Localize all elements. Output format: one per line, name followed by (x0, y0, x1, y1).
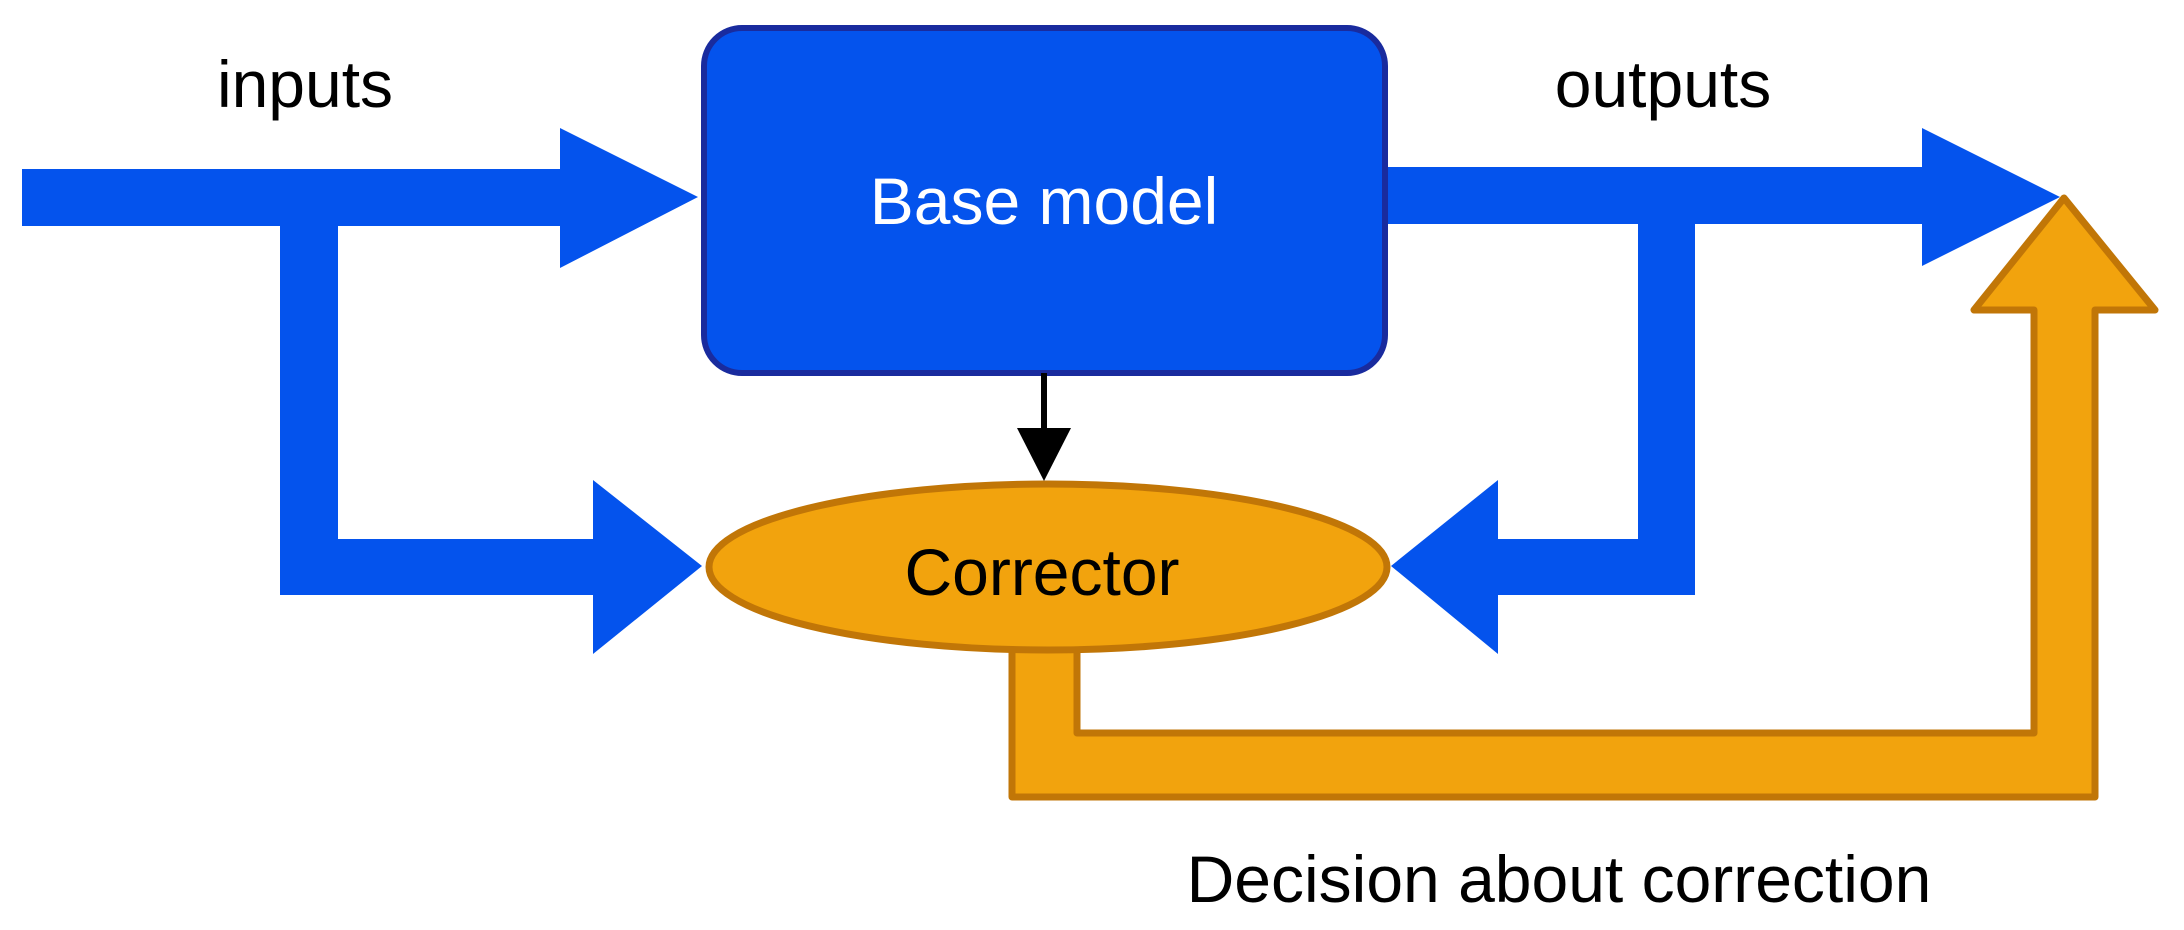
base-model-label: Base model (870, 164, 1219, 238)
corrector-label: Corrector (904, 535, 1179, 609)
output-arrow-icon (1385, 128, 2060, 266)
outputs-label: outputs (1555, 47, 1772, 121)
correction-feedback-arrow-icon (1008, 194, 2159, 801)
base-model-to-corrector-line (1041, 373, 1047, 433)
corrector-node (705, 480, 1391, 654)
input-to-corrector-arrow-icon (280, 480, 702, 654)
output-to-corrector-arrow-icon (1391, 480, 1695, 654)
input-branch-vertical-segment (280, 200, 338, 595)
inputs-label: inputs (217, 47, 393, 121)
input-arrow-icon (22, 128, 698, 268)
output-branch-vertical-segment (1638, 200, 1695, 595)
base-model-to-corrector-arrowhead-icon (1017, 428, 1071, 481)
decision-label: Decision about correction (1187, 842, 1932, 916)
